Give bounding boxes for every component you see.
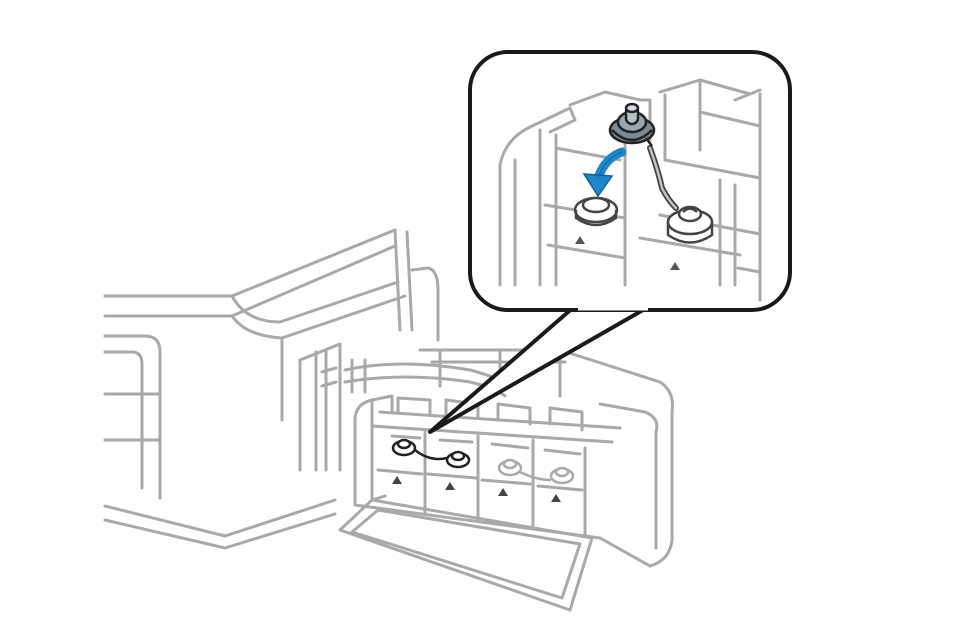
closed-cap-icon — [666, 205, 714, 244]
zoom-level-markers — [575, 236, 680, 270]
printer-body-icon — [103, 228, 512, 550]
tank-cap-gray-icon — [497, 458, 575, 485]
callout-pointer — [428, 304, 651, 434]
tank-cover-icon — [338, 494, 594, 612]
tank-cap-icon — [391, 438, 471, 469]
curved-arrow-icon — [582, 147, 627, 198]
tank-opening-icon — [573, 196, 619, 227]
removed-cap-icon — [608, 102, 656, 147]
zoomed-tank-detail — [498, 78, 762, 302]
tank-level-markers — [392, 476, 561, 502]
ink-tank-unit-icon — [353, 348, 674, 568]
zoom-callout-bubble — [468, 50, 792, 312]
